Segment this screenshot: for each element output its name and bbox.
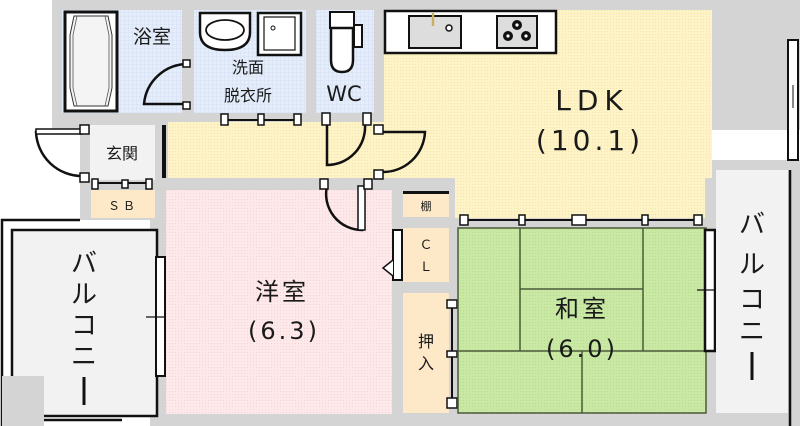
shoe-box: ＳＢ	[91, 190, 155, 218]
room-wc: WC	[316, 10, 374, 113]
room-entrance: 玄関	[34, 124, 155, 190]
washroom-label-line2: 脱衣所	[224, 86, 272, 105]
shelf-label: 棚	[421, 199, 432, 213]
western-room-label: 洋室	[255, 278, 309, 306]
room-japanese: 和室 (6.0)	[457, 214, 727, 414]
washroom-label-line1: 洗面	[232, 58, 264, 77]
washing-machine-pan-icon	[256, 11, 303, 57]
room-ldk: LDK (10.1)	[168, 9, 799, 218]
closet-label-line1: Ｃ	[419, 238, 432, 253]
gas-stove-icon	[496, 15, 538, 49]
balcony-left-char-4: ニ	[71, 342, 97, 372]
ldk-label: LDK	[555, 84, 629, 117]
hall-doors	[162, 112, 427, 180]
balcony-left-char-3: コ	[71, 311, 97, 341]
balcony-right-char-1: バ	[739, 210, 765, 240]
ldk-size: (10.1)	[536, 124, 644, 157]
wc-label: WC	[326, 82, 361, 106]
toilet-icon	[329, 11, 363, 74]
balcony-left-char-1: バ	[71, 249, 97, 279]
balcony-left: バ ル コ ニ	[0, 218, 178, 426]
oshiire-label-line1: 押	[418, 332, 434, 351]
shoe-box-label: ＳＢ	[108, 199, 138, 213]
balcony-right-char-3: コ	[739, 285, 765, 315]
storage-column: 棚 Ｃ Ｌ 押 入	[403, 191, 458, 413]
kitchen-counter	[383, 9, 558, 55]
balcony-left-char-2: ル	[71, 280, 97, 310]
western-room-size: (6.3)	[248, 317, 320, 345]
room-washroom: 洗面 脱衣所	[194, 10, 306, 113]
japanese-room-size: (6.0)	[546, 335, 618, 363]
japanese-room-label: 和室	[555, 295, 609, 323]
room-western: 洋室 (6.3)	[166, 178, 403, 414]
balcony-right-char-4: ニ	[739, 317, 765, 347]
oshiire-label-line2: 入	[418, 354, 434, 373]
balcony-right-char-2: ル	[739, 250, 765, 280]
entrance-label: 玄関	[106, 144, 138, 163]
bath-label: 浴室	[133, 26, 171, 48]
room-bath: 浴室	[62, 10, 191, 113]
balcony-right: バ ル コ ニ	[716, 170, 792, 426]
kitchen-sink-icon	[408, 13, 462, 49]
wash-basin-icon	[198, 11, 252, 52]
closet-label-line2: Ｌ	[419, 260, 432, 275]
tatami-lines	[458, 228, 706, 413]
bathtub-icon	[63, 10, 119, 113]
